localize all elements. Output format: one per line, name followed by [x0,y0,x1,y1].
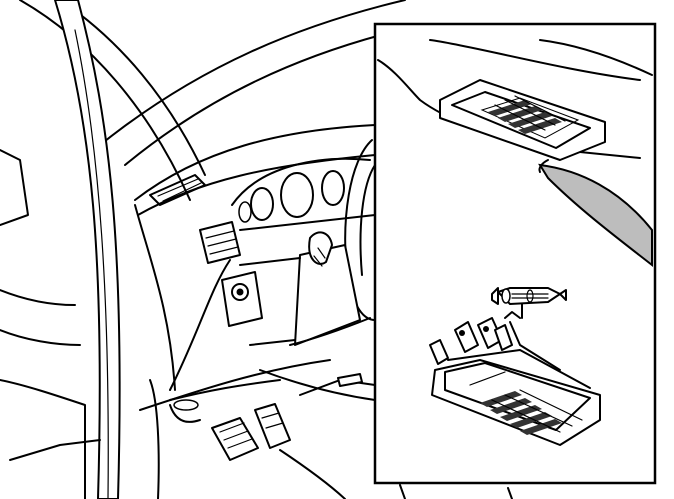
detail-inset [373,22,657,485]
headliner-contour-3 [539,39,653,76]
door-sill [9,439,101,461]
vent-slats [205,230,239,255]
lamp-housing-icon [429,311,601,446]
dash-lower-panel [239,257,301,266]
installed-courtesy-lamp [439,79,606,161]
door-trim [0,289,76,306]
ignition-lever[interactable] [308,231,333,265]
floor-line [169,379,281,401]
defroster-slat [157,178,202,202]
door-panel [0,379,86,499]
dash-lower-panel-2 [249,339,296,346]
b-pillar-edge [149,379,160,499]
headliner-contour-2 [429,39,641,81]
dashboard-top [134,124,376,201]
a-pillar [54,0,121,499]
dashboard-lower [139,359,331,411]
pry-tool-icon [538,163,653,268]
brake-pedal[interactable] [211,417,259,461]
instrument-cluster-face [239,214,376,231]
a-pillar-inner-edge [74,29,109,499]
accelerator-pedal[interactable] [254,403,291,449]
floor-mat-edge [279,449,346,499]
door-frame [0,149,29,226]
festoon-bulb-icon [491,287,567,319]
roof-line [19,0,191,201]
windshield-header [99,0,406,146]
car-interior-scene [0,0,513,499]
defroster-vent [149,174,206,206]
floor-vent [337,373,363,387]
gauge-left [250,187,274,221]
knee-panel [169,259,231,391]
column-shroud-bottom [289,317,371,346]
dashboard-side [134,204,176,391]
gauge-center [280,172,314,218]
door-trim-lower [0,329,81,346]
gauge-right [321,170,345,206]
lamp-lens-grille [480,97,580,139]
steering-wheel-inner [359,164,376,276]
instrument-cluster-hood [231,157,371,206]
windshield-header-inner [124,29,401,166]
